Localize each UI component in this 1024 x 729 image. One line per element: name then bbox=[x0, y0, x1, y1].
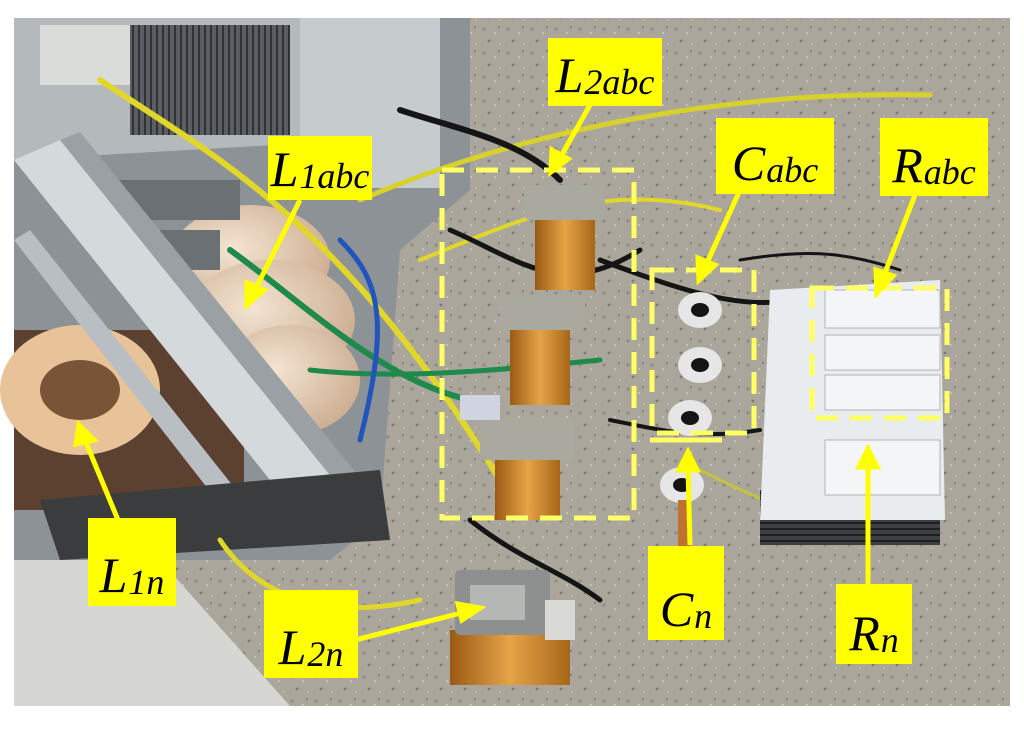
arrow-l2n bbox=[354, 609, 466, 643]
arrow-l1n bbox=[82, 439, 121, 521]
label-l2abc-main: L bbox=[555, 47, 584, 103]
dashed-box-l2abc bbox=[439, 167, 637, 521]
label-rn-sub: n bbox=[880, 620, 899, 660]
resistor-heatsink bbox=[760, 280, 945, 545]
arrow-cabc bbox=[703, 188, 743, 267]
label-cn-sub: n bbox=[694, 596, 713, 636]
label-l2n-sub: 2n bbox=[307, 634, 344, 674]
label-l2n-main: L bbox=[278, 619, 307, 675]
arrow-l2abc bbox=[557, 103, 593, 160]
label-rabc-sub: abc bbox=[923, 152, 976, 192]
steel-rail bbox=[14, 140, 350, 530]
label-l2abc-sub: 2abc bbox=[584, 62, 655, 102]
label-rabc-main: R bbox=[892, 137, 923, 193]
label-cabc-main: C bbox=[731, 135, 766, 191]
arrow-cn bbox=[685, 467, 693, 546]
inductor-l2n bbox=[450, 570, 575, 685]
label-rn-main: R bbox=[849, 605, 880, 661]
label-l1n-main: L bbox=[99, 547, 128, 603]
arrow-l1abc bbox=[252, 198, 303, 292]
arrow-rabc bbox=[880, 194, 918, 279]
inductor-l2abc bbox=[460, 185, 605, 520]
label-cabc-sub: abc bbox=[766, 150, 819, 190]
label-l1n-sub: 1n bbox=[128, 562, 165, 602]
capacitors-cabc bbox=[668, 292, 722, 436]
label-cn-main: C bbox=[659, 581, 694, 637]
label-l1abc-main: L bbox=[270, 141, 299, 197]
label-l1abc-sub: 1abc bbox=[299, 156, 370, 196]
